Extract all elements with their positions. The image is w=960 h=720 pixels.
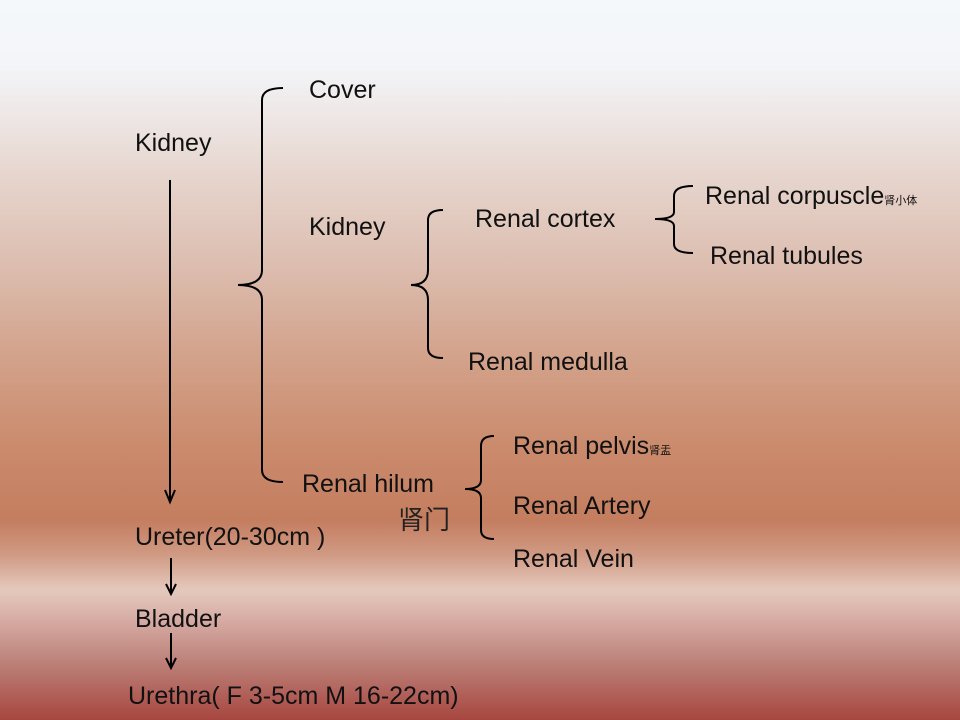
part-renal-pelvis: Renal pelvis肾盂 xyxy=(513,434,671,459)
part-cover: Cover xyxy=(309,76,376,104)
part-renal-tubules: Renal tubules xyxy=(710,242,863,270)
part-renal-corpuscle: Renal corpuscle肾小体 xyxy=(705,184,917,209)
part-renal-cortex: Renal cortex xyxy=(475,205,616,233)
part-renal-vein: Renal Vein xyxy=(513,545,634,573)
part-renal-artery: Renal Artery xyxy=(513,492,651,520)
flow-ureter: Ureter(20-30cm ) xyxy=(135,523,326,551)
part-renal-medulla: Renal medulla xyxy=(468,348,628,376)
part-renal-hilum: Renal hilum xyxy=(302,470,435,498)
flow-urethra: Urethra( F 3-5cm M 16-22cm) xyxy=(128,682,459,710)
renal-pelvis-chinese: 肾盂 xyxy=(649,445,672,457)
renal-pelvis-label: Renal pelvis xyxy=(513,432,650,460)
flow-bladder: Bladder xyxy=(135,605,222,633)
renal-hilum-chinese: 肾门 xyxy=(398,506,451,536)
renal-corpuscle-chinese: 肾小体 xyxy=(884,195,918,207)
part-kidney: Kidney xyxy=(309,213,386,241)
renal-corpuscle-label: Renal corpuscle xyxy=(705,182,885,210)
flow-kidney: Kidney xyxy=(135,129,212,157)
